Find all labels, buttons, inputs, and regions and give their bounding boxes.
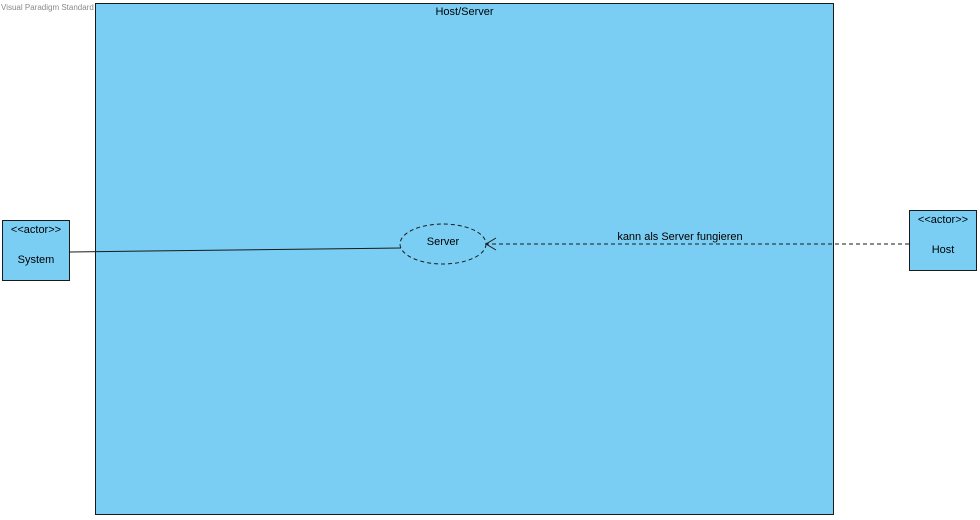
actor-stereotype: <<actor>>	[10, 224, 62, 236]
association-line[interactable]	[69, 247, 402, 253]
actor-name: System	[17, 254, 55, 266]
actor-host[interactable]: <<actor>> Host	[909, 210, 977, 271]
actor-stereotype: <<actor>>	[917, 214, 969, 226]
boundary-title: Host/Server	[435, 6, 494, 18]
actor-name: Host	[931, 244, 955, 256]
dependency-arrowhead	[485, 237, 497, 251]
dependency-label: kann als Server fungieren	[617, 231, 743, 243]
usecase-label: Server	[426, 236, 460, 248]
actor-system[interactable]: <<actor>> System	[2, 220, 70, 281]
